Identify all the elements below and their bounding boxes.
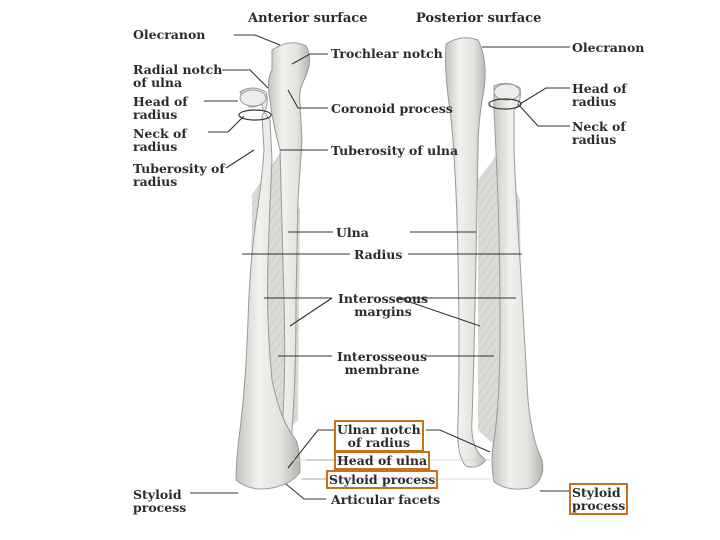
posterior-head-of-radius (493, 83, 521, 101)
label-radial-notch-line2: of ulna (133, 75, 183, 90)
leader-articular-facets (285, 483, 326, 500)
label-head-of-ulna: Head of ulna (333, 451, 431, 470)
label-ulnar-notch-line2: of radius (347, 435, 411, 450)
anterior-head-of-radius (239, 89, 267, 107)
label-interosseous-membrane-line2: membrane (344, 362, 420, 377)
label-ulnar-notch-line1: Ulnar notch (337, 422, 421, 437)
posterior-view (445, 37, 544, 490)
label-ulnar-notch-of-radius: Ulnar notch of radius (334, 420, 424, 452)
leader-tuberosity-of-radius (225, 149, 255, 169)
posterior-surface-header: Posterior surface (416, 11, 542, 26)
label-interosseous-margins-line2: margins (354, 304, 412, 319)
label-head-of-radius-left: Head of radius (133, 95, 188, 121)
label-styloid-process-right: Styloid process (568, 483, 629, 515)
leader-ulnar-notch-left (287, 429, 334, 469)
label-olecranon-right: Olecranon (572, 40, 645, 55)
label-styloid-process-left: Styloid process (133, 488, 186, 514)
label-head-of-radius-left-line2: radius (133, 107, 178, 122)
label-tuberosity-of-radius: Tuberosity of radius (133, 162, 225, 188)
leader-lines (190, 34, 570, 500)
anterior-neck-of-radius-ring (238, 109, 272, 121)
label-radius: Radius (354, 247, 403, 262)
anterior-radius (235, 87, 301, 490)
anterior-surface-header: Anterior surface (248, 11, 368, 26)
label-trochlear-notch: Trochlear notch (331, 46, 443, 61)
label-head-of-radius-right-line1: Head of (572, 81, 627, 96)
label-articular-facets: Articular facets (331, 492, 441, 507)
label-ulna: Ulna (336, 225, 369, 240)
label-neck-of-radius-left-line2: radius (133, 139, 178, 154)
label-neck-of-radius-right: Neck of radius (572, 120, 626, 146)
label-interosseous-membrane-line1: Interosseous (337, 349, 428, 364)
label-styloid-process-right-line1: Styloid (572, 485, 621, 500)
leader-interosseous-margins-right (397, 297, 516, 327)
posterior-ulna (445, 37, 487, 468)
leader-neck-of-radius-right (517, 103, 570, 127)
label-styloid-process-left-line1: Styloid (133, 487, 182, 502)
label-interosseous-margins: Interosseous margins (338, 292, 428, 318)
leader-trochlear-notch (291, 53, 328, 65)
leader-olecranon-left (234, 34, 281, 46)
label-olecranon-left: Olecranon (133, 27, 206, 42)
label-neck-of-radius-right-line1: Neck of (572, 119, 626, 134)
leader-coronoid-process (287, 89, 328, 109)
posterior-radius (491, 82, 544, 490)
label-head-of-radius-right-line2: radius (572, 94, 617, 109)
label-interosseous-membrane: Interosseous membrane (337, 350, 427, 376)
leader-radial-notch (222, 69, 269, 89)
label-head-of-radius-right: Head of radius (572, 82, 627, 108)
anterior-view (235, 42, 310, 490)
label-styloid-process-left-line2: process (133, 500, 187, 515)
label-coronoid-process: Coronoid process (331, 101, 453, 116)
leader-neck-of-radius-left (208, 115, 245, 133)
label-neck-of-radius-right-line2: radius (572, 132, 617, 147)
label-interosseous-margins-line1: Interosseous (338, 291, 429, 306)
label-head-of-radius-left-line1: Head of (133, 94, 188, 109)
leader-interosseous-margins-left (264, 297, 333, 327)
label-tuberosity-of-radius-line1: Tuberosity of (133, 161, 225, 176)
label-radial-notch: Radial notch of ulna (133, 63, 222, 89)
label-styloid-process-right-line2: process (572, 498, 626, 513)
leader-ulnar-notch-right (426, 429, 491, 453)
label-styloid-process-center: Styloid process (325, 470, 439, 489)
label-tuberosity-of-ulna: Tuberosity of ulna (331, 143, 459, 158)
label-neck-of-radius-left: Neck of radius (133, 127, 187, 153)
label-radial-notch-line1: Radial notch (133, 62, 223, 77)
label-tuberosity-of-radius-line2: radius (133, 174, 178, 189)
guide-lines (292, 459, 500, 480)
label-neck-of-radius-left-line1: Neck of (133, 126, 187, 141)
leader-head-of-radius-right (519, 87, 570, 105)
